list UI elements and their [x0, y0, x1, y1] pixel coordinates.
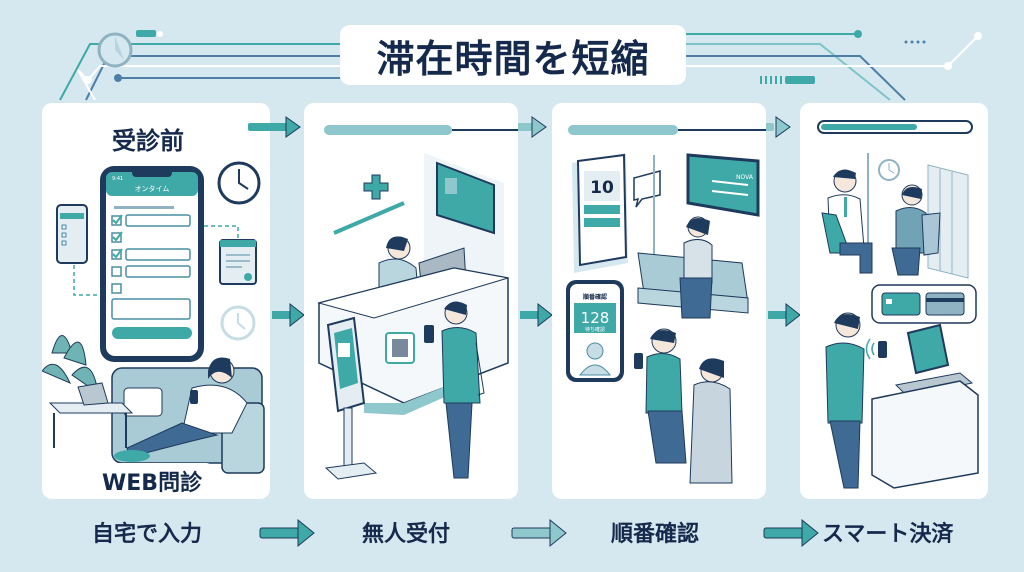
queue-smartphone: 順番確認 128 待ち確認	[566, 280, 624, 382]
progress-bar	[324, 125, 452, 135]
credit-card-icon	[881, 292, 921, 316]
step-label-self-checkin: 無人受付	[362, 522, 451, 547]
card-icon	[925, 292, 965, 316]
patient-consultation	[891, 184, 941, 276]
step-label-smart-payment: スマート決済	[822, 522, 954, 547]
arrow-right-icon	[272, 302, 305, 328]
arrow-right-icon	[768, 302, 801, 328]
web-questionnaire-illustration: オンタイム 9:41	[42, 161, 265, 474]
clock-icon	[97, 32, 133, 68]
side-table	[48, 382, 134, 448]
progress-bar	[817, 120, 973, 134]
wall-monitor	[436, 161, 495, 235]
queue-number: 10	[590, 178, 614, 198]
panel-queue-check: 10 NOVA 順番確認 128 待ち確認	[552, 103, 766, 499]
phone-screen-title: 順番確認	[582, 293, 607, 301]
payment-illustration	[817, 120, 979, 489]
arrow-right-icon	[520, 302, 553, 328]
waiting-room-monitor: NOVA	[686, 153, 760, 217]
monitor-label: NOVA	[736, 174, 754, 181]
waiting-man-with-phone	[634, 328, 687, 464]
clock-icon	[217, 161, 261, 205]
panel-heading: 受診前	[112, 127, 184, 155]
payment-terminal	[871, 323, 979, 489]
clock-bubble-icon	[220, 305, 256, 341]
phone-sub: 待ち確認	[585, 326, 605, 333]
contactless-icon	[865, 338, 875, 360]
checkin-kiosk	[324, 316, 378, 480]
arrow-right-icon	[248, 116, 301, 138]
arrow-right-icon	[511, 518, 567, 548]
waiting-woman-seated	[689, 358, 733, 484]
panel-self-checkin	[304, 103, 518, 499]
phone-app-title: オンタイム	[135, 184, 170, 193]
arrow-right-icon	[763, 518, 819, 548]
person-relaxing	[114, 357, 248, 462]
step-label-home-input: 自宅で入力	[92, 522, 203, 547]
wall-clock-icon	[878, 159, 900, 181]
chat-bubble-icon	[633, 170, 661, 208]
circuit-lines	[59, 30, 982, 101]
plant-icon	[42, 335, 99, 395]
waiting-woman	[679, 216, 713, 319]
progress-bar	[568, 125, 678, 135]
page-title: 滞在時間を短縮	[376, 36, 650, 81]
document-icon	[219, 239, 257, 285]
reception-kiosk-illustration	[317, 125, 518, 480]
patient-with-phone	[424, 301, 485, 479]
panel-smart-payment	[800, 103, 988, 499]
medical-cross-icon	[363, 174, 389, 200]
web-questionnaire-badge: WEB問診	[90, 463, 215, 499]
queue-display-tablet: 10	[572, 153, 628, 273]
paying-patient	[825, 312, 887, 489]
step-label-queue-check: 順番確認	[611, 522, 700, 547]
phone-number: 128	[581, 309, 610, 327]
smartphone: オンタイム 9:41	[100, 166, 204, 362]
panel-before-visit: 受診前 オンタイム 9:41	[42, 103, 270, 499]
small-phone-icon	[56, 204, 88, 264]
qr-code-bubble	[385, 332, 415, 364]
arrow-right-icon	[259, 518, 315, 548]
title-banner: 滞在時間を短縮	[340, 25, 686, 85]
waiting-room-illustration: 10 NOVA 順番確認 128 待ち確認	[566, 125, 766, 484]
middle-arrows	[272, 302, 801, 328]
phone-time: 9:41	[112, 176, 123, 182]
payment-methods-bubble	[871, 284, 977, 324]
doctor	[821, 169, 873, 274]
